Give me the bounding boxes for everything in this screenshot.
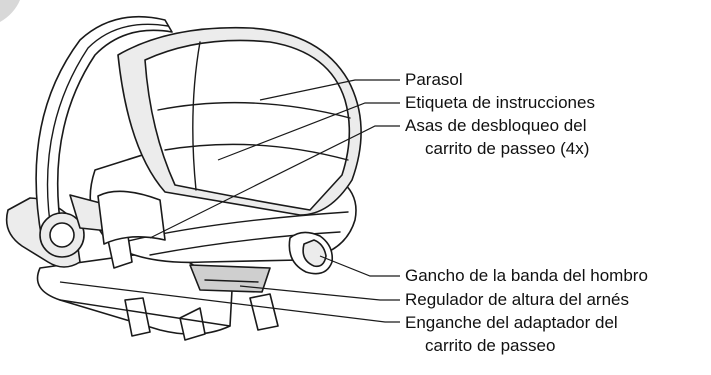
label-release-handles-line1: Asas de desbloqueo del: [405, 116, 587, 135]
canopy-part: [117, 26, 362, 216]
harness-height-adjuster-part: [189, 264, 271, 293]
label-harness-height-adjuster: Regulador de altura del arnés: [405, 290, 629, 309]
corner-fragment: [0, 0, 20, 22]
leader-canopy: [259, 79, 400, 101]
seat-side: [97, 190, 166, 245]
leader-release-handles: [149, 125, 400, 239]
label-instruction-label: Etiqueta de instrucciones: [405, 93, 595, 112]
leader-instruction-label: [217, 102, 400, 161]
label-adapter-hook-line1: Enganche del adaptador del: [405, 313, 618, 332]
label-adapter-hook-line2: carrito de passeo: [425, 336, 556, 355]
label-release-handles-line2: carrito de passeo (4x): [425, 139, 590, 158]
label-canopy: Parasol: [405, 70, 463, 89]
leader-adapter-hook: [59, 281, 400, 323]
label-shoulder-belt-hook: Gancho de la banda del hombro: [405, 266, 648, 285]
leader-harness-adjuster: [239, 285, 400, 301]
shoulder-belt-hook-part: [288, 231, 334, 275]
leader-lines: [59, 79, 400, 323]
leader-shoulder-hook: [319, 255, 400, 277]
